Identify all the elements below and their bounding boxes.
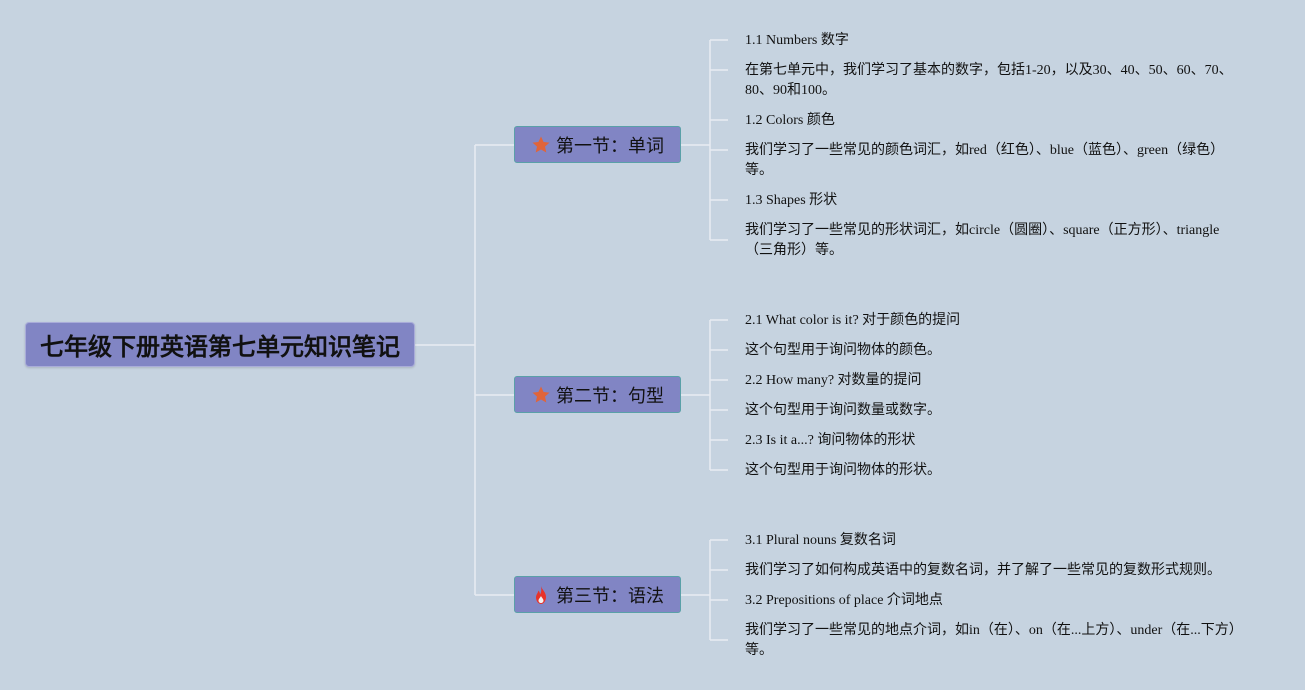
leaf-item: 这个句型用于询问物体的颜色。 (745, 343, 941, 358)
leaf-item: 在第七单元中，我们学习了基本的数字，包括1-20，以及30、40、50、60、7… (745, 63, 1233, 98)
section-1-leaf-ticks (710, 39, 728, 241)
branch-label: 第一节：单词 (556, 135, 664, 157)
leaf-item: 2.1 What color is it? 对于颜色的提问 (745, 313, 961, 328)
leaf-item: 这个句型用于询问物体的形状。 (745, 463, 941, 478)
leaf-item: 2.3 Is it a...? 询问物体的形状 (745, 433, 916, 448)
branch-node-words[interactable]: 第一节：单词 (514, 126, 681, 163)
flame-icon (531, 585, 551, 605)
leaf-item: 3.2 Prepositions of place 介词地点 (745, 593, 943, 608)
leaf-item: 1.1 Numbers 数字 (745, 33, 849, 48)
leaf-item: 1.3 Shapes 形状 (745, 193, 838, 208)
leaf-item: 我们学习了如何构成英语中的复数名词，并了解了一些常见的复数形式规则。 (745, 563, 1221, 578)
root-node[interactable]: 七年级下册英语第七单元知识笔记 (25, 322, 415, 367)
branch-node-grammar[interactable]: 第三节：语法 (514, 576, 681, 613)
branch-node-sentences[interactable]: 第二节：句型 (514, 376, 681, 413)
leaf-item: 2.2 How many? 对数量的提问 (745, 373, 922, 388)
leaf-item: 1.2 Colors 颜色 (745, 113, 835, 128)
star-icon (531, 385, 551, 405)
leaf-item: 我们学习了一些常见的颜色词汇，如red（红色）、blue（蓝色）、green（绿… (745, 143, 1225, 178)
leaf-item: 这个句型用于询问数量或数字。 (745, 403, 941, 418)
branch-label: 第三节：语法 (556, 585, 664, 607)
section-3-leaf-ticks (710, 539, 728, 641)
leaf-item: 我们学习了一些常见的地点介词，如in（在）、on（在...上方）、under（在… (745, 623, 1243, 658)
branch-label: 第二节：句型 (556, 385, 664, 407)
root-title: 七年级下册英语第七单元知识笔记 (40, 333, 400, 361)
star-icon (531, 135, 551, 155)
leaf-item: 3.1 Plural nouns 复数名词 (745, 533, 896, 548)
section-2-leaf-ticks (710, 319, 728, 471)
leaf-item: 我们学习了一些常见的形状词汇，如circle（圆圈）、square（正方形）、t… (745, 223, 1220, 258)
